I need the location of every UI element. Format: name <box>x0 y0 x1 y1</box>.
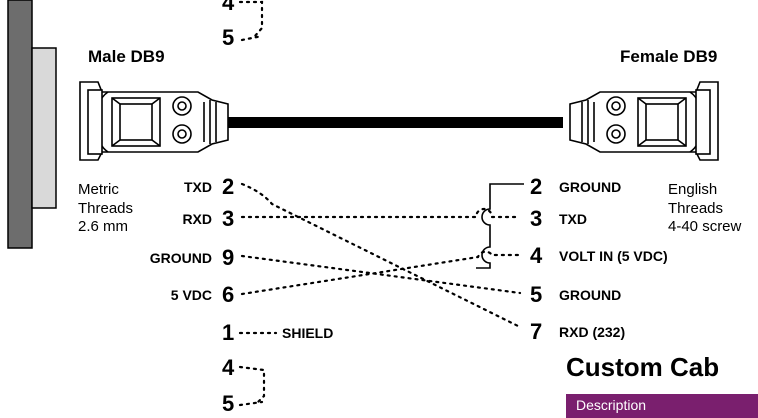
right-signal-volt-in: VOLT IN (5 VDC) <box>559 248 668 264</box>
svg-text:English: English <box>668 181 717 198</box>
right-pin-5: 5 <box>530 282 542 307</box>
table-header-description: Description <box>576 397 647 413</box>
top-pin-4: 4 <box>222 0 235 15</box>
ground-jumper <box>476 183 524 269</box>
left-pin-3: 3 <box>222 206 234 231</box>
shield-group: 1 SHIELD 4 5 <box>222 320 333 416</box>
svg-text:Metric: Metric <box>78 181 119 198</box>
female-db9-label: Female DB9 <box>620 47 717 66</box>
section-title: Custom Cab <box>566 352 720 382</box>
svg-text:Threads: Threads <box>78 200 133 217</box>
wire-ground-to-ground <box>240 254 522 295</box>
panel-face <box>31 47 57 209</box>
right-pin-3: 3 <box>530 206 542 231</box>
left-pin-2: 2 <box>222 174 234 199</box>
cable <box>228 117 563 128</box>
right-pin-7: 7 <box>530 319 542 344</box>
left-signal-rxd: RXD <box>182 211 212 227</box>
svg-text:Threads: Threads <box>668 200 723 217</box>
shield-pin-1: 1 <box>222 320 234 345</box>
right-pin-4: 4 <box>530 243 543 268</box>
svg-text:2.6 mm: 2.6 mm <box>78 218 128 235</box>
male-db9-connector <box>79 81 229 161</box>
female-db9-connector <box>569 81 719 161</box>
top-partial-pins: 4 5 <box>222 0 264 50</box>
left-signal-ground: GROUND <box>150 250 212 266</box>
wire-5vdc-to-voltin <box>240 250 522 296</box>
right-signal-txd: TXD <box>559 211 587 227</box>
right-pin-list: 2 GROUND 3 TXD 4 VOLT IN (5 VDC) 5 GROUN… <box>530 174 668 344</box>
left-pin-list: TXD 2 RXD 3 GROUND 9 5 VDC 6 <box>150 174 234 307</box>
right-signal-rxd-232: RXD (232) <box>559 324 625 340</box>
wire-rxd-to-txd <box>240 207 522 219</box>
top-pin-5: 5 <box>222 25 234 50</box>
left-signal-txd: TXD <box>184 179 212 195</box>
right-signal-ground-a: GROUND <box>559 179 621 195</box>
left-signal-5vdc: 5 VDC <box>171 287 212 303</box>
spare-pin-5: 5 <box>222 391 234 413</box>
left-pin-9: 9 <box>222 245 234 270</box>
table-header: Description <box>566 394 758 418</box>
right-pin-2: 2 <box>530 174 542 199</box>
right-signal-ground-b: GROUND <box>559 287 621 303</box>
left-pin-6: 6 <box>222 282 234 307</box>
svg-text:4-40 screw: 4-40 screw <box>668 218 742 235</box>
shield-label: SHIELD <box>282 325 333 341</box>
wire-txd-to-rxd232 <box>240 182 522 329</box>
spare-pin-4: 4 <box>222 355 235 380</box>
english-threads-note: English Threads 4-40 screw <box>668 181 742 235</box>
mounting-panel <box>7 0 33 249</box>
male-db9-label: Male DB9 <box>88 47 165 66</box>
metric-threads-note: Metric Threads 2.6 mm <box>78 181 133 235</box>
